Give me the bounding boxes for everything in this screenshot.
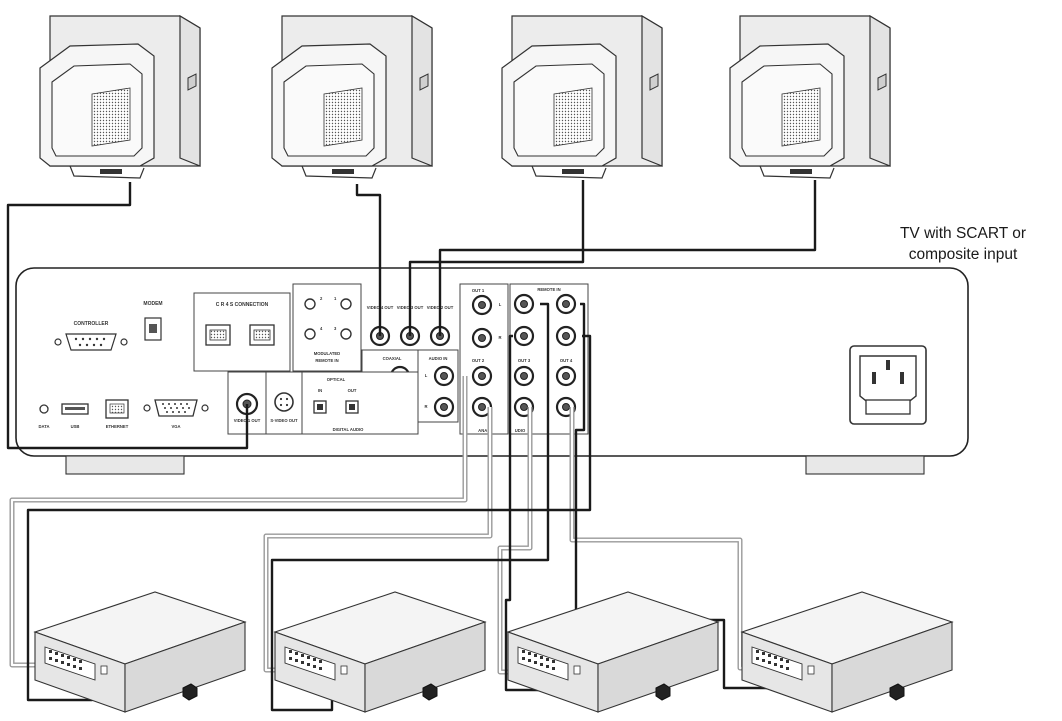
digital-audio-label: DIGITAL AUDIO	[333, 427, 365, 432]
controller-label: CONTROLLER	[74, 321, 109, 327]
cr4s-port-1	[205, 324, 231, 346]
remote-cable-2	[270, 302, 550, 712]
amplifier-2-icon	[274, 591, 486, 713]
out3-label: OUT 3	[518, 358, 531, 363]
data-label: DATA	[38, 424, 49, 429]
vga-label: VGA	[171, 424, 180, 429]
modem-label: MODEM	[143, 301, 162, 307]
svg-text:4: 4	[320, 326, 323, 331]
analog-label: ANAL	[478, 428, 490, 433]
out1-label: OUT 1	[472, 288, 485, 293]
amplifier-4-icon	[741, 591, 953, 713]
modulated-remote-label: REMOTE IN	[315, 358, 338, 363]
audio-label: UDIO	[515, 428, 526, 433]
video4-cable	[355, 184, 382, 336]
audio-in-label: AUDIO IN	[429, 356, 448, 361]
tv-caption: TV with SCART or composite input	[868, 223, 1058, 265]
remote-in-label: REMOTE IN	[537, 287, 560, 292]
amplifier-1-icon	[34, 591, 246, 713]
cr4s-port-2	[249, 324, 275, 346]
optical-in-label: IN	[318, 388, 322, 393]
caption-line-1: TV with SCART or	[899, 225, 1027, 242]
ethernet-label: ETHERNET	[106, 424, 129, 429]
cr4s-label: C R 4 S CONNECTION	[216, 302, 269, 308]
tv-4-icon	[729, 15, 891, 179]
svideo-out-jack	[274, 392, 294, 412]
tv-1-icon	[39, 15, 201, 179]
out2-label: OUT 2	[472, 358, 485, 363]
audio-in-r-label: R	[424, 404, 427, 409]
amplifier-3-icon	[507, 591, 719, 713]
video1-cable	[6, 182, 249, 450]
svg-text:1: 1	[334, 296, 337, 301]
usb-label: USB	[71, 424, 80, 429]
optical-label: OPTICAL	[327, 377, 346, 382]
iec-power-inlet-icon	[849, 345, 927, 425]
svg-text:3: 3	[334, 326, 337, 331]
svideo-label: S-VIDEO OUT	[270, 418, 298, 423]
audio-in-l-label: L	[425, 373, 428, 378]
svg-text:2: 2	[320, 296, 323, 301]
optical-out-label: OUT	[348, 388, 357, 393]
caption-line-2: composite input	[908, 246, 1018, 263]
out4-label: OUT 4	[560, 358, 573, 363]
out1-r-label: R	[498, 335, 501, 340]
media-server-rear-panel: CONTROLLER MODEM C R 4 S CONNECTION 2 1 4…	[15, 267, 969, 475]
tv-3-icon	[501, 15, 663, 179]
modulated-label: MODULATED	[314, 351, 340, 356]
vga-port	[143, 399, 209, 417]
out1-l-label: L	[499, 302, 502, 307]
tv-2-icon	[271, 15, 433, 179]
data-port	[39, 404, 49, 414]
video2-cable	[438, 180, 817, 336]
modulated-remote-group	[292, 283, 362, 372]
coaxial-label: COAXIAL	[383, 356, 402, 361]
video3-cable	[408, 180, 585, 336]
controller-port	[54, 333, 128, 351]
